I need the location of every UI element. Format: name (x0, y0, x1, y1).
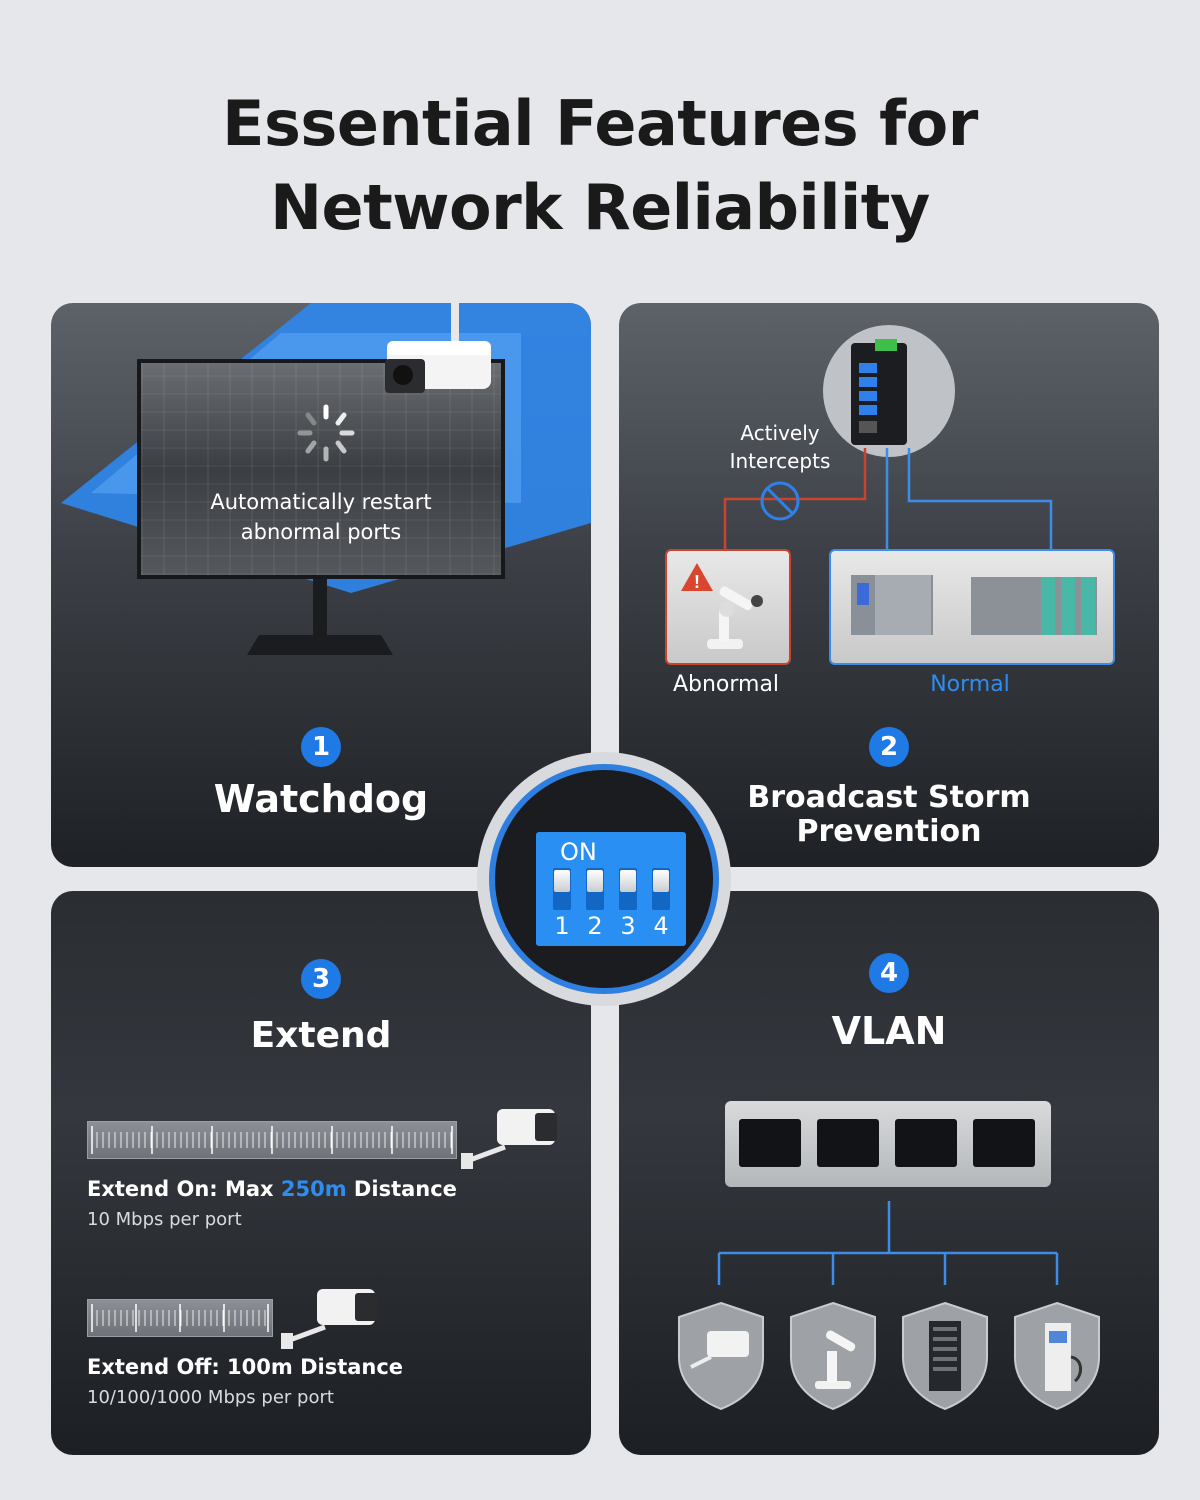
extend-on-speed: 10 Mbps per port (87, 1209, 242, 1230)
dip-knob (653, 870, 669, 892)
ethernet-port-icon (817, 1119, 879, 1167)
dip-position-2: 2 (587, 912, 603, 940)
dip-switch-body: ON 1 2 3 4 (536, 832, 686, 946)
feature-title: VLAN (831, 1009, 947, 1053)
vlan-tree-lines (717, 1201, 1059, 1285)
extend-panel: 3 Extend Extend On: Max 250m Distance 10… (51, 891, 591, 1455)
ethernet-ports-strip (725, 1101, 1051, 1187)
ethernet-port-icon (973, 1119, 1035, 1167)
extend-on-ruler (87, 1121, 457, 1159)
intercept-label-line-1: Actively (740, 421, 820, 445)
extend-on-prefix: Extend On: Max (87, 1177, 281, 1201)
dip-switch-toggle-1[interactable] (553, 868, 571, 910)
extend-on-value: 250m (280, 1177, 347, 1201)
extend-on-suffix: Distance (346, 1177, 457, 1201)
robot-arm-icon (790, 1301, 876, 1411)
ethernet-port-icon (739, 1119, 801, 1167)
restart-caption-line-1: Automatically restart (210, 490, 432, 514)
feature-title-line-2: Prevention (796, 814, 982, 849)
feature-title: Watchdog (213, 777, 429, 821)
normal-device-box (829, 549, 1115, 665)
monitor-stand-icon (247, 579, 393, 655)
security-camera-icon (461, 1109, 557, 1169)
dip-switch-toggle-4[interactable] (652, 868, 670, 910)
camera-icon (678, 1301, 764, 1411)
ruler-ticks (91, 1300, 269, 1336)
ev-charger-icon (1014, 1301, 1100, 1411)
feature-title: Extend (250, 1015, 392, 1056)
dip-position-4: 4 (653, 912, 669, 940)
abnormal-label: Abnormal (672, 672, 780, 697)
dip-switch-badge: ON 1 2 3 4 (477, 752, 731, 1006)
restart-caption-line-2: abnormal ports (240, 520, 402, 544)
extend-on-label: Extend On: Max 250m Distance (87, 1177, 457, 1201)
dip-position-3: 3 (620, 912, 636, 940)
loading-spinner-icon (297, 404, 355, 462)
extend-off-speed: 10/100/1000 Mbps per port (87, 1387, 334, 1408)
dip-switch-ring: ON 1 2 3 4 (489, 764, 719, 994)
feature-number-badge: 4 (869, 953, 909, 993)
normal-label: Normal (930, 672, 1010, 697)
intercept-label-line-2: Intercepts (729, 449, 831, 473)
feature-title-line-1: Broadcast Storm (747, 780, 1031, 815)
network-lines (723, 325, 1053, 549)
vlan-panel: 4 VLAN (619, 891, 1159, 1455)
dip-on-label: ON (560, 838, 597, 866)
dip-knob (587, 870, 603, 892)
dip-switch-toggle-2[interactable] (586, 868, 604, 910)
headline-line-2: Network Reliability (270, 171, 930, 244)
extend-off-ruler (87, 1299, 273, 1337)
feature-number-badge: 2 (869, 727, 909, 767)
ethernet-port-icon (895, 1119, 957, 1167)
server-rack-icon (902, 1301, 988, 1411)
feature-title: Broadcast Storm Prevention (619, 781, 1159, 849)
feature-number-badge: 3 (301, 959, 341, 999)
robot-arm-warning-icon: ! (681, 563, 763, 649)
broadcast-storm-panel: Actively Intercepts ! Abnormal Normal 2 … (619, 303, 1159, 867)
restart-caption: Automatically restart abnormal ports (137, 487, 505, 547)
plc-controllers-icon (851, 575, 1097, 635)
headline-line-1: Essential Features for (222, 87, 978, 160)
page-headline: Essential Features for Network Reliabili… (0, 82, 1200, 250)
ruler-ticks (91, 1122, 453, 1158)
intercept-label: Actively Intercepts (715, 419, 845, 475)
svg-text:!: ! (694, 572, 700, 592)
dip-position-1: 1 (554, 912, 570, 940)
dip-knob (620, 870, 636, 892)
feature-number-badge: 1 (301, 727, 341, 767)
dip-knob (554, 870, 570, 892)
extend-off-label: Extend Off: 100m Distance (87, 1355, 404, 1379)
dip-switch-toggle-3[interactable] (619, 868, 637, 910)
security-camera-icon (281, 1289, 377, 1349)
abnormal-device-box: ! (665, 549, 791, 665)
security-camera-icon (385, 303, 491, 393)
monitor-screen (137, 359, 505, 579)
watchdog-panel: Automatically restart abnormal ports 1 W… (51, 303, 591, 867)
